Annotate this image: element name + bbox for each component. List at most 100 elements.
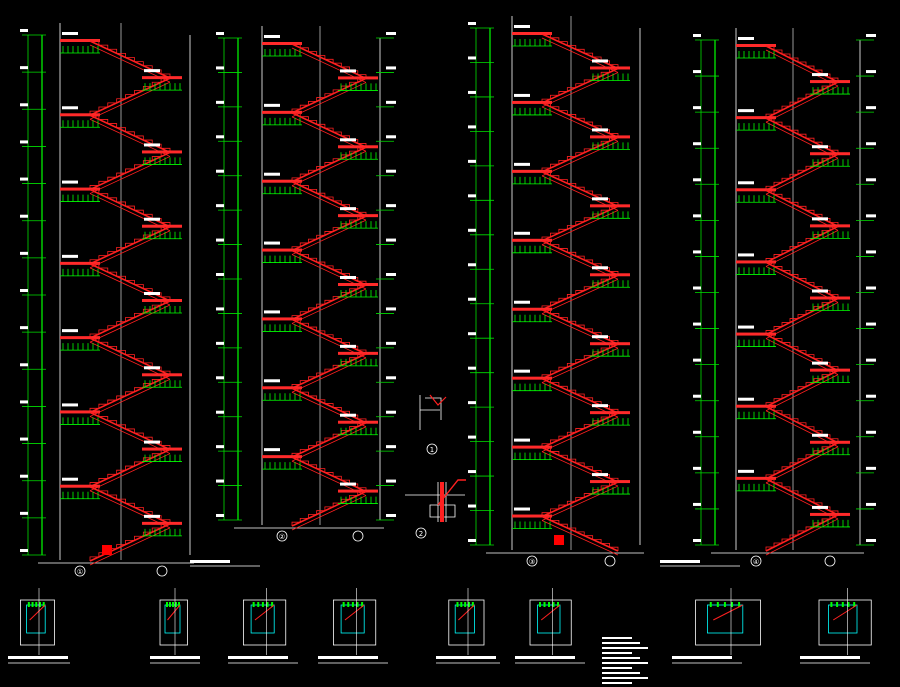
detail-rebar bbox=[172, 602, 174, 607]
level-label-mark-right bbox=[866, 430, 876, 434]
landing-note-mark bbox=[144, 440, 160, 444]
stair-flight bbox=[541, 377, 619, 414]
stair-step bbox=[349, 288, 358, 293]
stair-step bbox=[583, 217, 593, 222]
stair-step bbox=[813, 233, 822, 239]
stair-step bbox=[600, 71, 610, 77]
landing-slab bbox=[142, 76, 182, 80]
stair-flight bbox=[89, 300, 171, 339]
landing-note-mark bbox=[264, 448, 280, 452]
detail-rebar bbox=[464, 602, 467, 607]
stair-step bbox=[829, 298, 838, 303]
stair-step bbox=[98, 416, 109, 421]
landing-note-mark bbox=[264, 35, 280, 38]
stair-step bbox=[781, 250, 790, 255]
level-label-mark bbox=[468, 159, 476, 163]
level-label-mark bbox=[693, 34, 701, 37]
stair-step bbox=[766, 262, 775, 267]
detail-2-column bbox=[440, 482, 444, 522]
stair-step bbox=[332, 502, 342, 507]
bottom-detail-bd1 bbox=[8, 588, 70, 664]
stair-step bbox=[600, 485, 610, 490]
stair-step bbox=[782, 270, 791, 275]
stair-step bbox=[575, 496, 585, 502]
stair-step bbox=[797, 458, 806, 463]
stair-step bbox=[575, 48, 585, 54]
stair-step bbox=[308, 326, 318, 331]
level-label-mark bbox=[216, 135, 224, 139]
stair-step bbox=[300, 391, 309, 396]
stair-step bbox=[324, 437, 334, 442]
stair-flight-soffit bbox=[89, 490, 171, 529]
stair-step bbox=[773, 326, 782, 331]
stair-step bbox=[790, 418, 799, 423]
level-label-mark-right bbox=[866, 214, 876, 218]
notes-line bbox=[602, 652, 632, 654]
landing-note-mark bbox=[738, 397, 754, 401]
stair-flight-soffit bbox=[765, 266, 839, 303]
stair-step bbox=[316, 441, 325, 446]
level-label-mark bbox=[20, 400, 28, 404]
stair-step bbox=[558, 110, 568, 115]
stair-step bbox=[134, 387, 144, 392]
stair-step bbox=[813, 450, 822, 455]
stair-step bbox=[292, 112, 301, 117]
bottom-detail-bd6 bbox=[515, 588, 585, 664]
stair-step bbox=[98, 180, 108, 186]
stair-step bbox=[134, 461, 144, 467]
center-detail-1: 1 bbox=[419, 394, 447, 455]
level-label-mark-right bbox=[866, 250, 876, 254]
stair-step bbox=[107, 123, 118, 128]
detail-caption-mark bbox=[228, 656, 288, 659]
detail-2-section bbox=[405, 482, 465, 522]
level-label-mark bbox=[693, 250, 701, 254]
stair-step bbox=[142, 308, 153, 314]
stair-step bbox=[814, 213, 823, 219]
stair-step bbox=[308, 169, 317, 175]
stair-step bbox=[90, 40, 100, 46]
landing-slab bbox=[810, 224, 850, 228]
stair-step bbox=[806, 137, 815, 143]
stair-step bbox=[584, 190, 594, 195]
landing-slab bbox=[512, 100, 552, 104]
stair-step bbox=[357, 353, 366, 358]
stair-step bbox=[566, 225, 576, 230]
stair-step bbox=[550, 106, 560, 111]
level-label-mark bbox=[468, 332, 476, 336]
stair-step bbox=[316, 123, 326, 129]
stair-step bbox=[813, 522, 822, 527]
detail-rebar bbox=[166, 602, 168, 607]
stair-step bbox=[134, 90, 144, 95]
stair-step bbox=[333, 200, 342, 205]
landing-note-mark bbox=[264, 103, 280, 107]
stair-step bbox=[583, 424, 593, 429]
level-label-mark-right bbox=[386, 410, 396, 414]
bottom-detail-bd9 bbox=[800, 588, 872, 664]
landing-note-mark bbox=[62, 477, 78, 481]
stair-step bbox=[308, 395, 318, 400]
level-label-mark-right bbox=[386, 100, 396, 104]
landing-note-mark bbox=[812, 217, 828, 221]
stair-step bbox=[773, 542, 782, 547]
stair-step bbox=[125, 242, 135, 248]
level-label-mark bbox=[468, 539, 476, 542]
landing-slab bbox=[512, 238, 552, 242]
stair-step bbox=[575, 359, 585, 364]
stair-step bbox=[324, 265, 334, 270]
landing-slab bbox=[590, 342, 630, 346]
stair-step bbox=[790, 274, 799, 279]
axis-bubble bbox=[276, 530, 288, 542]
landing-note-mark bbox=[592, 473, 608, 477]
level-label-mark-right bbox=[386, 514, 396, 517]
stair-flight bbox=[89, 151, 171, 191]
landing-slab bbox=[512, 445, 552, 449]
stair-flight-soffit bbox=[291, 495, 367, 531]
stair-step bbox=[116, 469, 126, 475]
stair-step bbox=[558, 316, 568, 322]
stair-step bbox=[600, 209, 610, 214]
level-label-mark bbox=[468, 401, 476, 405]
level-label-mark bbox=[693, 142, 701, 146]
stair-step bbox=[107, 345, 118, 351]
level-label-mark bbox=[20, 103, 28, 107]
